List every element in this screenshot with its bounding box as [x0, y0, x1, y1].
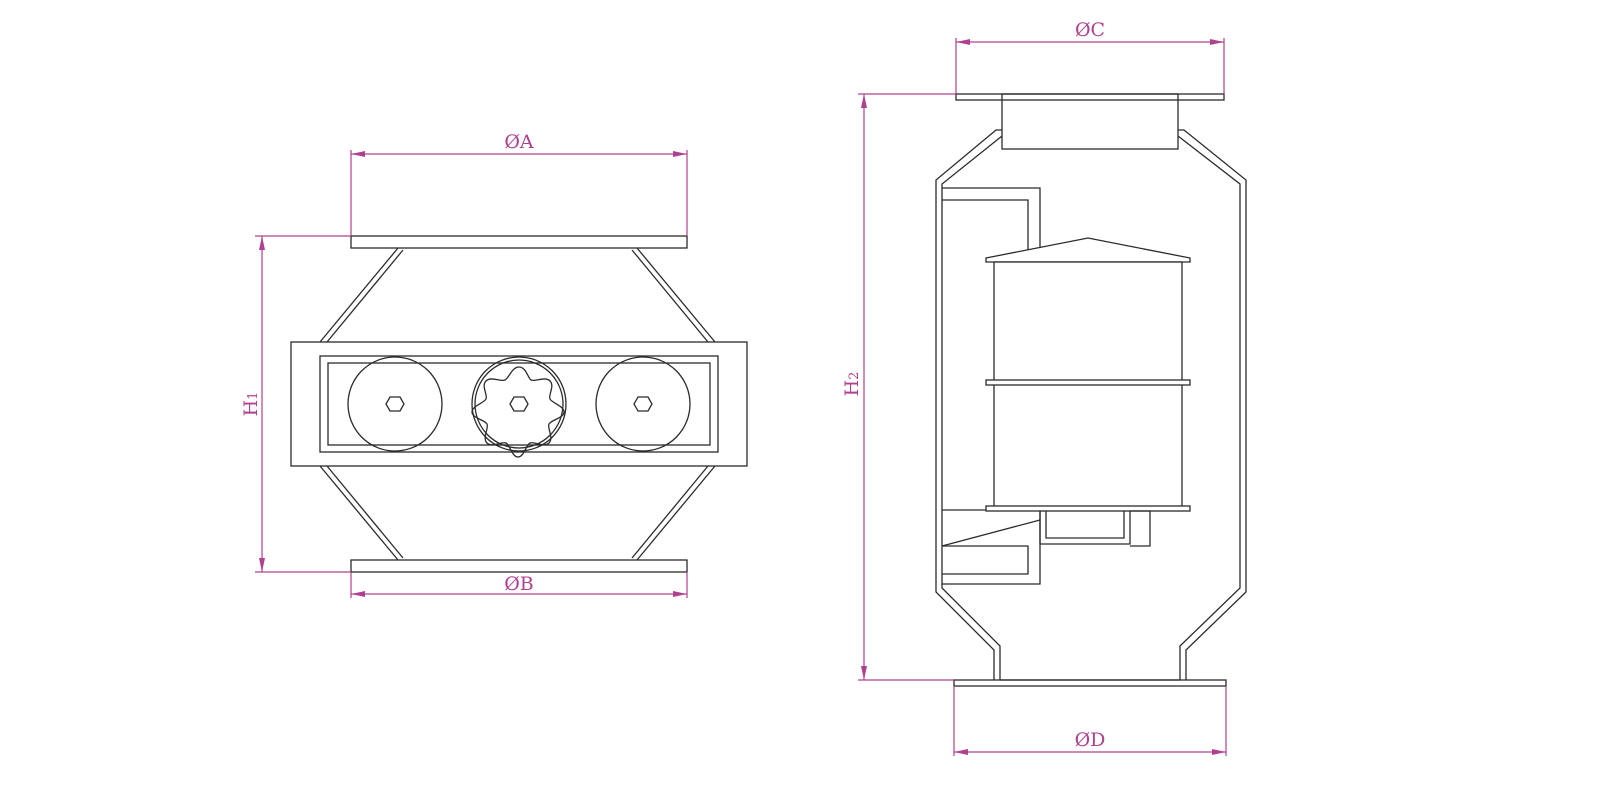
h1-subscript: 1 [246, 392, 261, 400]
dimension-label-h2: H2 [841, 372, 863, 397]
drum-base-band [985, 505, 1191, 512]
top-flange [350, 235, 688, 249]
bottom-flange [350, 559, 688, 573]
drum-support [1039, 510, 1151, 547]
housing-frame-outer [319, 355, 719, 453]
upper-chute [942, 187, 1041, 250]
lower-transition [319, 465, 716, 561]
side-body-inner [941, 135, 1241, 680]
bottom-flange-side [953, 679, 1227, 687]
dimension-label-a: ØA [504, 131, 534, 153]
center-gear-roller [471, 356, 567, 458]
dimension-label-b: ØB [504, 573, 534, 595]
h2-letter: H [841, 380, 863, 397]
drum-band [985, 379, 1191, 386]
housing-frame-inner [327, 362, 711, 446]
dimension-label-d: ØD [1075, 729, 1106, 751]
top-inlet-collar [1001, 93, 1179, 150]
top-flange-side [955, 93, 1225, 101]
h1-letter: H [240, 400, 262, 417]
dimension-label-c: ØC [1075, 19, 1105, 41]
drum-cap [985, 237, 1191, 263]
dimension-label-h1: H1 [240, 392, 262, 417]
front-view-dimensions: ØA ØB H1 [240, 131, 688, 598]
side-body-outer [935, 129, 1247, 680]
front-view [290, 235, 748, 573]
magnet-drum [993, 261, 1183, 511]
side-view-dimensions: ØC ØD H2 [841, 19, 1227, 756]
right-roller [595, 356, 691, 452]
h2-subscript: 2 [847, 372, 862, 380]
side-view [935, 93, 1247, 687]
chute-diagonal [941, 519, 1041, 547]
main-housing [290, 341, 748, 467]
left-roller [347, 356, 443, 452]
upper-transition [319, 247, 716, 343]
lower-chute [942, 509, 1041, 585]
